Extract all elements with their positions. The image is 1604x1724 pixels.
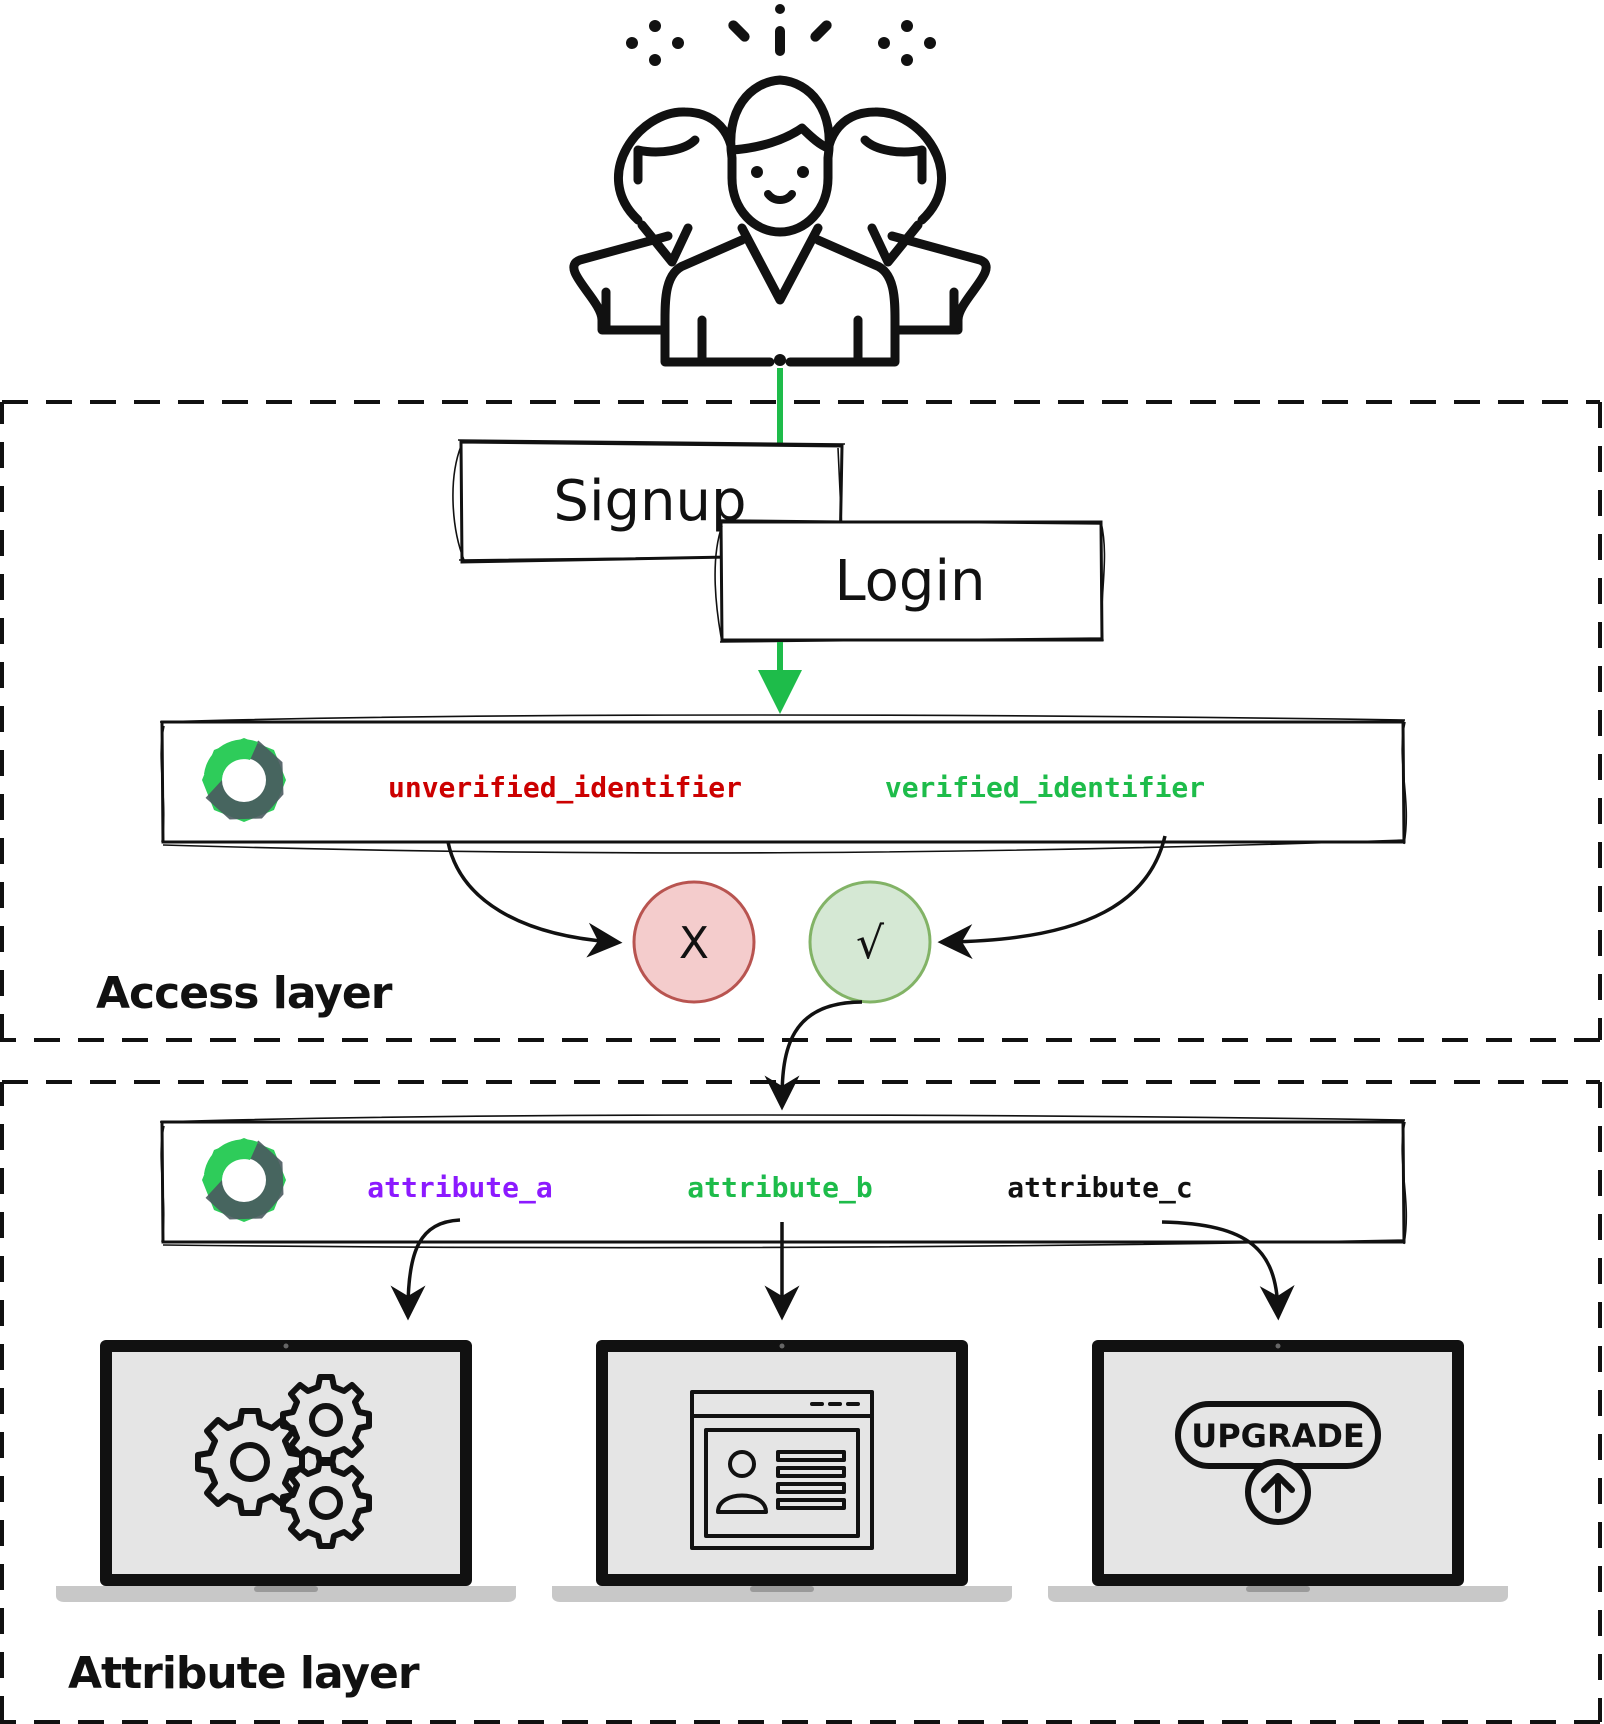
logo-icon: [202, 738, 286, 822]
signup-label: Signup: [553, 469, 746, 534]
flow-arrow-login-to-identifier: [758, 642, 802, 714]
arrow-unverified-to-reject: [446, 841, 623, 958]
login-label: Login: [834, 549, 985, 614]
arrow-attribute-c: [1161, 1220, 1295, 1321]
accept-symbol: √: [856, 918, 885, 969]
laptop-profile: [552, 1340, 1012, 1602]
attribute-c-label: attribute_c: [1007, 1171, 1192, 1204]
users-icon: [569, 4, 991, 367]
gears-icon: [195, 1374, 372, 1549]
access-layer-frame: [0, 400, 1602, 1042]
logo-icon: [202, 1138, 286, 1222]
attribute-bar: attribute_a attribute_b attribute_c: [159, 1114, 1408, 1249]
accept-node: √: [808, 880, 932, 1004]
arrow-accept-to-attributes: [764, 1000, 863, 1111]
reject-node: X: [632, 880, 756, 1004]
attribute-b-label: attribute_b: [687, 1171, 872, 1204]
unverified-identifier-label: unverified_identifier: [388, 771, 742, 804]
attribute-layer-frame: [0, 1080, 1602, 1724]
laptop-upgrade: UPGRADE: [1048, 1340, 1508, 1602]
identifier-bar: unverified_identifier verified_identifie…: [159, 714, 1408, 854]
verified-identifier-label: verified_identifier: [885, 771, 1205, 804]
arrow-attribute-a: [390, 1218, 461, 1321]
laptop-icon: [552, 1340, 1012, 1602]
attribute-a-label: attribute_a: [367, 1171, 552, 1204]
arrow-verified-to-accept: [937, 835, 1167, 960]
upgrade-badge-label: UPGRADE: [1191, 1417, 1365, 1455]
profile-card-icon: [690, 1390, 874, 1550]
access-layer-label: Access layer: [96, 968, 393, 1019]
attribute-layer-label: Attribute layer: [68, 1648, 420, 1699]
reject-symbol: X: [679, 918, 709, 969]
upgrade-icon: UPGRADE: [1175, 1401, 1381, 1525]
login-box[interactable]: Login: [714, 519, 1106, 643]
laptop-icon: [56, 1340, 516, 1602]
laptop-gears: [56, 1340, 516, 1602]
